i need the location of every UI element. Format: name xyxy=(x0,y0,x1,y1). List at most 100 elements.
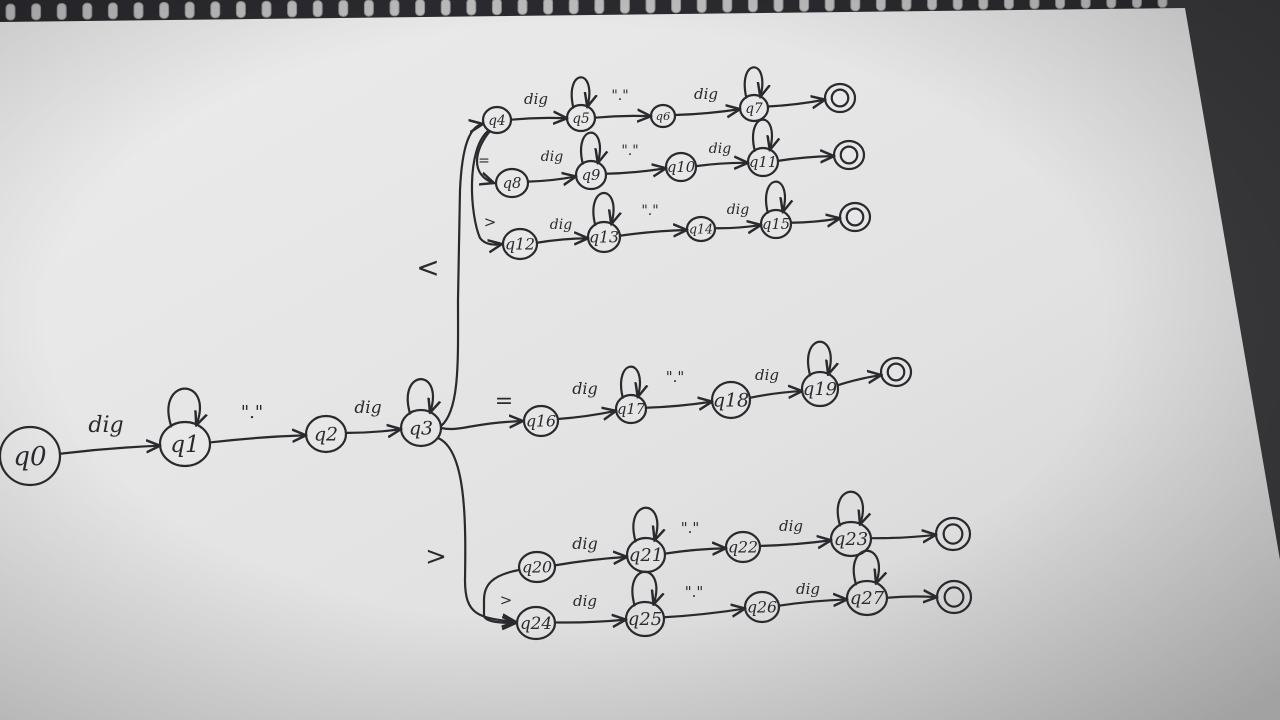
state-q11: q11 xyxy=(746,146,780,178)
accept-state-a4 xyxy=(879,356,913,388)
edge-label-q6-q7: dig xyxy=(694,85,718,103)
edge-q15-a3 xyxy=(789,218,840,223)
state-q22: q22 xyxy=(724,530,762,564)
edge-q5-q6 xyxy=(593,116,651,118)
svg-text:q2: q2 xyxy=(314,424,338,446)
edge-q24-q25 xyxy=(553,620,626,623)
self-loop-q7 xyxy=(743,66,763,97)
state-q18: q18 xyxy=(710,380,752,420)
state-q15: q15 xyxy=(759,208,793,240)
state-q24: q24 xyxy=(515,605,557,641)
self-loop-q17 xyxy=(620,365,640,398)
svg-text:q9: q9 xyxy=(582,167,601,184)
edge-q1-q2 xyxy=(208,435,306,444)
svg-text:q10: q10 xyxy=(667,159,695,176)
edge-label-q4-q12: > xyxy=(484,213,497,231)
state-q10: q10 xyxy=(664,151,698,183)
edge-label-q24-q25: dig xyxy=(573,592,597,610)
self-loop-q11 xyxy=(752,118,772,151)
self-loop-q9 xyxy=(580,131,600,164)
state-q6: q6 xyxy=(649,103,677,129)
self-loop-q3 xyxy=(406,378,433,413)
edge-q17-q18 xyxy=(644,402,712,408)
edge-q13-q14 xyxy=(618,230,687,236)
edge-label-q4-q5: dig xyxy=(524,90,548,108)
edge-q3-q4 xyxy=(439,124,483,428)
self-loop-q23 xyxy=(836,490,863,526)
state-q13: q13 xyxy=(586,220,622,254)
edge-q21-q22 xyxy=(663,548,726,553)
edge-label-q25-q26: "." xyxy=(685,583,704,601)
edge-q9-q10 xyxy=(604,168,666,174)
svg-text:q25: q25 xyxy=(628,609,662,630)
svg-text:q8: q8 xyxy=(503,175,522,192)
edge-label-q8-q9: dig xyxy=(541,149,563,165)
edge-label-q3-q20: > xyxy=(425,542,447,572)
svg-text:q15: q15 xyxy=(762,216,790,233)
edge-label-q5-q6: "." xyxy=(611,88,628,104)
edge-q25-q26 xyxy=(662,609,745,619)
edge-q14-q15 xyxy=(713,225,761,228)
svg-text:q17: q17 xyxy=(617,401,646,418)
state-q19: q19 xyxy=(800,370,840,408)
svg-text:q0: q0 xyxy=(13,442,46,472)
state-q2: q2 xyxy=(304,414,348,454)
state-q9: q9 xyxy=(574,159,608,191)
edge-q18-q19 xyxy=(748,391,802,398)
edge-q22-q23 xyxy=(758,540,831,546)
accept-state-a6 xyxy=(935,579,973,615)
state-q25: q25 xyxy=(624,600,666,638)
state-q26: q26 xyxy=(743,590,781,624)
edge-q2-q3 xyxy=(344,429,401,433)
edge-q11-a2 xyxy=(776,156,834,161)
edge-q4-q12 xyxy=(470,129,502,245)
svg-text:q21: q21 xyxy=(629,545,663,566)
edge-q4-q8 xyxy=(476,129,494,183)
edge-q4-q5 xyxy=(509,118,567,120)
svg-text:q23: q23 xyxy=(834,529,868,550)
edge-q16-q17 xyxy=(556,411,616,419)
svg-text:q1: q1 xyxy=(170,432,199,458)
state-q27: q27 xyxy=(845,579,889,617)
state-q12: q12 xyxy=(501,227,539,261)
svg-text:q18: q18 xyxy=(713,390,749,412)
svg-text:q26: q26 xyxy=(747,598,777,617)
edge-q10-q11 xyxy=(694,163,748,166)
accept-state-a1 xyxy=(823,82,857,114)
edge-label-q1-q2: "." xyxy=(241,402,263,423)
accept-state-a5 xyxy=(934,516,972,552)
edge-q6-q7 xyxy=(673,109,740,115)
edge-label-q4-q8: = xyxy=(478,153,490,169)
state-q8: q8 xyxy=(494,167,530,199)
edge-label-q17-q18: "." xyxy=(666,368,685,386)
svg-text:q24: q24 xyxy=(520,613,552,633)
edge-label-q10-q11: dig xyxy=(709,141,731,157)
states-layer: q0 q1 q2 q3 q4 q5 q6 q7 q8 q9 q10 q11 q12 q13 q14 q15 q1… xyxy=(0,82,973,641)
edge-q27-a6 xyxy=(885,596,937,597)
edge-label-q9-q10: "." xyxy=(621,143,638,159)
edge-q26-q27 xyxy=(777,599,847,605)
svg-text:q3: q3 xyxy=(409,418,433,440)
self-loop-q19 xyxy=(807,340,831,376)
self-loop-q21 xyxy=(632,506,657,542)
edge-label-q13-q14: "." xyxy=(641,203,658,219)
state-q1: q1 xyxy=(158,420,212,468)
svg-text:q4: q4 xyxy=(488,113,505,129)
edge-label-q0-q1: dig xyxy=(88,413,123,438)
state-q7: q7 xyxy=(738,93,770,123)
edge-label-q26-q27: dig xyxy=(796,580,820,598)
edge-label-q18-q19: dig xyxy=(755,366,779,384)
edge-label-q16-q17: dig xyxy=(572,379,598,398)
edge-label-q22-q23: dig xyxy=(779,517,803,535)
edge-q3-q16 xyxy=(439,421,523,431)
edge-q0-q1 xyxy=(58,446,160,455)
svg-text:q14: q14 xyxy=(689,221,713,236)
svg-text:q7: q7 xyxy=(745,101,763,117)
edge-label-q3-q16: = xyxy=(495,389,513,414)
state-q5: q5 xyxy=(565,103,597,133)
svg-text:q13: q13 xyxy=(589,228,619,247)
svg-text:q16: q16 xyxy=(526,412,556,431)
self-loop-q13 xyxy=(592,191,613,225)
state-q17: q17 xyxy=(614,393,648,425)
